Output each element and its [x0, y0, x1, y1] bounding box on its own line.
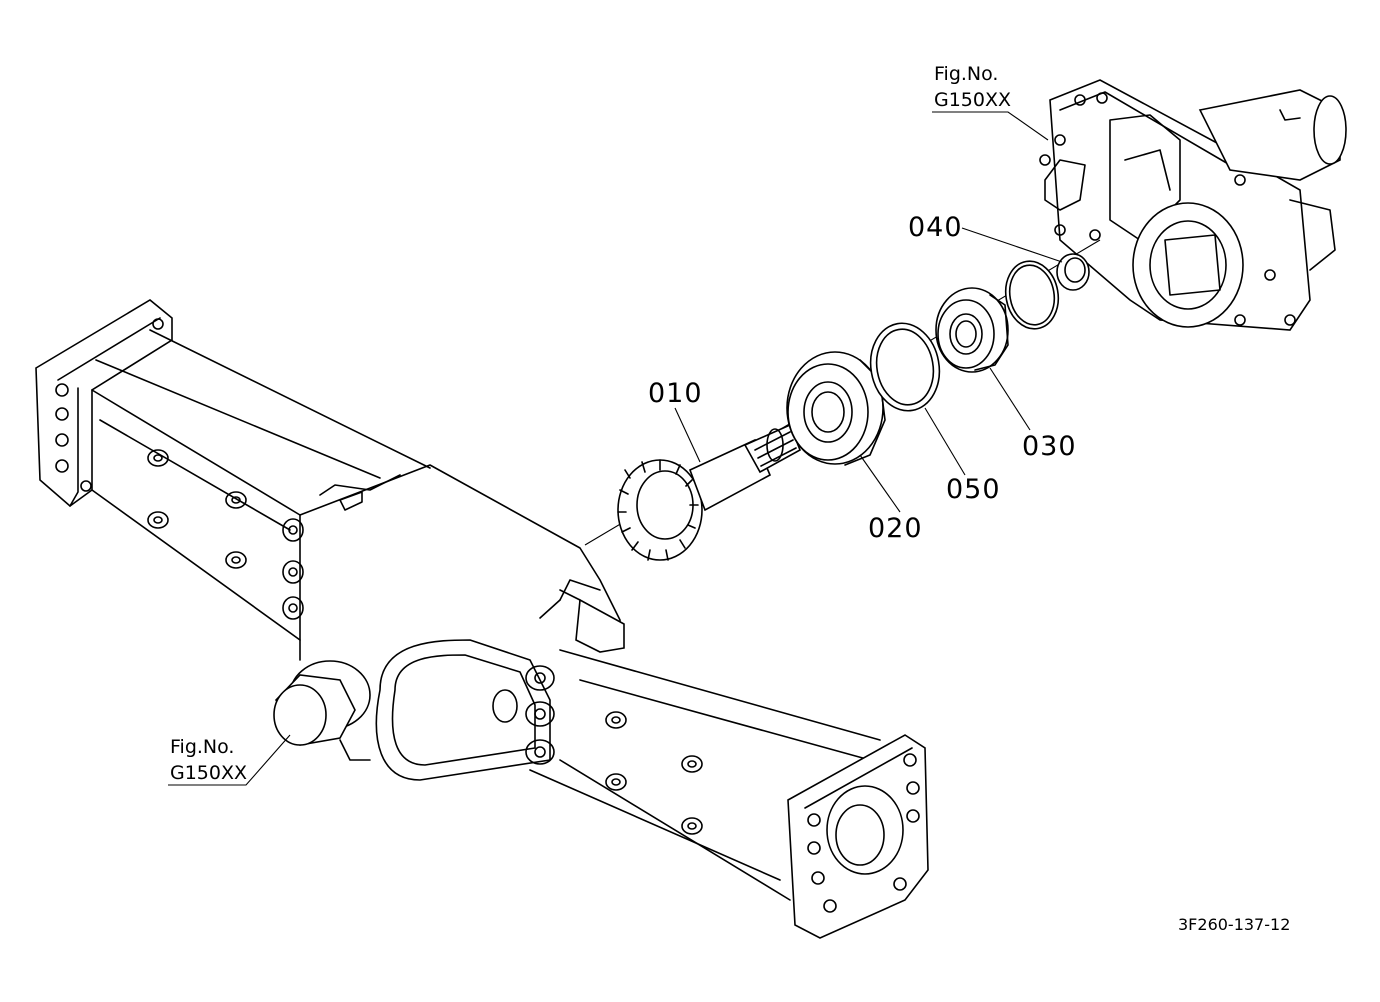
ref-bottom-line1: Fig.No. — [170, 736, 234, 758]
bolt-lugs-left — [282, 518, 304, 620]
ref-top-line2: G150XX — [934, 89, 1011, 111]
drawing-code: 3F260-137-12 — [1178, 915, 1290, 934]
label-010: 010 — [648, 378, 703, 409]
label-020: 020 — [868, 513, 923, 544]
output-stub — [273, 660, 371, 761]
bolt-lugs-center — [492, 665, 555, 765]
bearing-030 — [935, 287, 1009, 373]
axle-housing — [35, 299, 929, 939]
bearing-020 — [786, 351, 886, 466]
label-030: 030 — [1022, 431, 1077, 462]
shim-050 — [869, 322, 941, 412]
ref-bottom-line2: G150XX — [170, 762, 247, 784]
bevel-pinion-shaft — [584, 239, 1101, 561]
ref-top-line1: Fig.No. — [934, 63, 998, 85]
seal-040 — [1056, 253, 1090, 291]
label-050: 050 — [946, 474, 1001, 505]
leader-lines — [168, 111, 1063, 786]
gear-case — [1039, 79, 1347, 331]
label-040: 040 — [908, 212, 963, 243]
snap-ring — [1004, 260, 1060, 330]
